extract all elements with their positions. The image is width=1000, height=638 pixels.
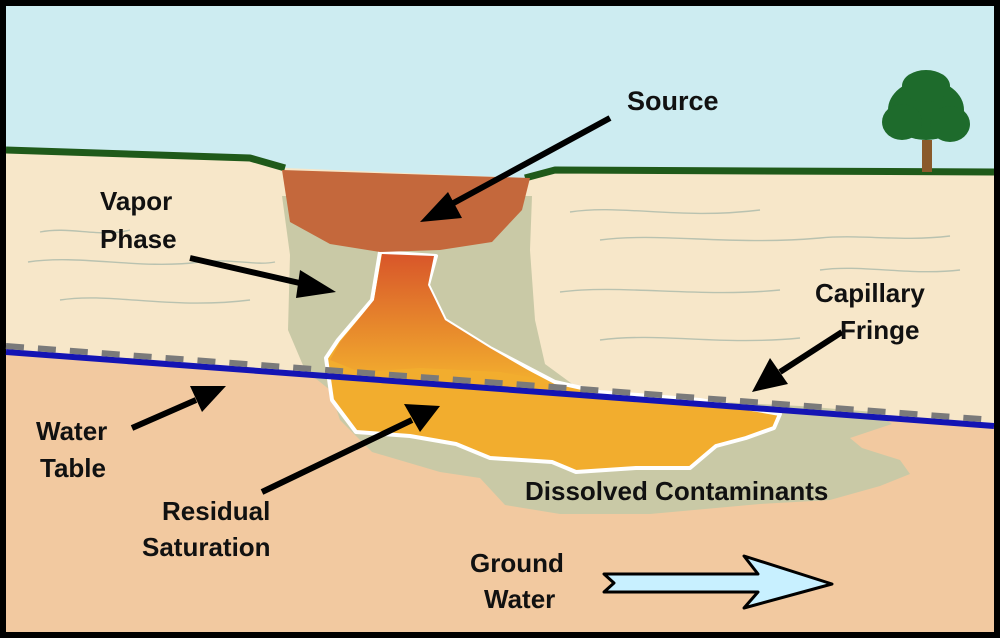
label-vapor-line1: Vapor [100, 186, 172, 216]
label-capillary-line2: Fringe [840, 315, 919, 345]
capillary-fringe-line [5, 343, 995, 423]
source-body [282, 170, 530, 252]
label-residual-line1: Residual [162, 496, 270, 526]
label-ground-line1: Ground [470, 548, 564, 578]
label-residual-line2: Saturation [142, 532, 271, 562]
label-ground-line2: Water [484, 584, 555, 614]
ground-surface-line [5, 146, 995, 182]
soil-texture [27, 208, 961, 342]
water-table-line [5, 349, 995, 429]
tree-icon [882, 70, 970, 172]
residual-core [330, 254, 545, 380]
flow-arrow-icon [602, 554, 834, 610]
label-dissolved: Dissolved Contaminants [525, 476, 828, 506]
label-water-line1: Water [36, 416, 107, 446]
label-source: Source [627, 86, 719, 116]
annotation-arrows [130, 115, 844, 495]
label-capillary-line1: Capillary [815, 278, 925, 308]
label-vapor-line2: Phase [100, 224, 177, 254]
label-water-line2: Table [40, 453, 106, 483]
